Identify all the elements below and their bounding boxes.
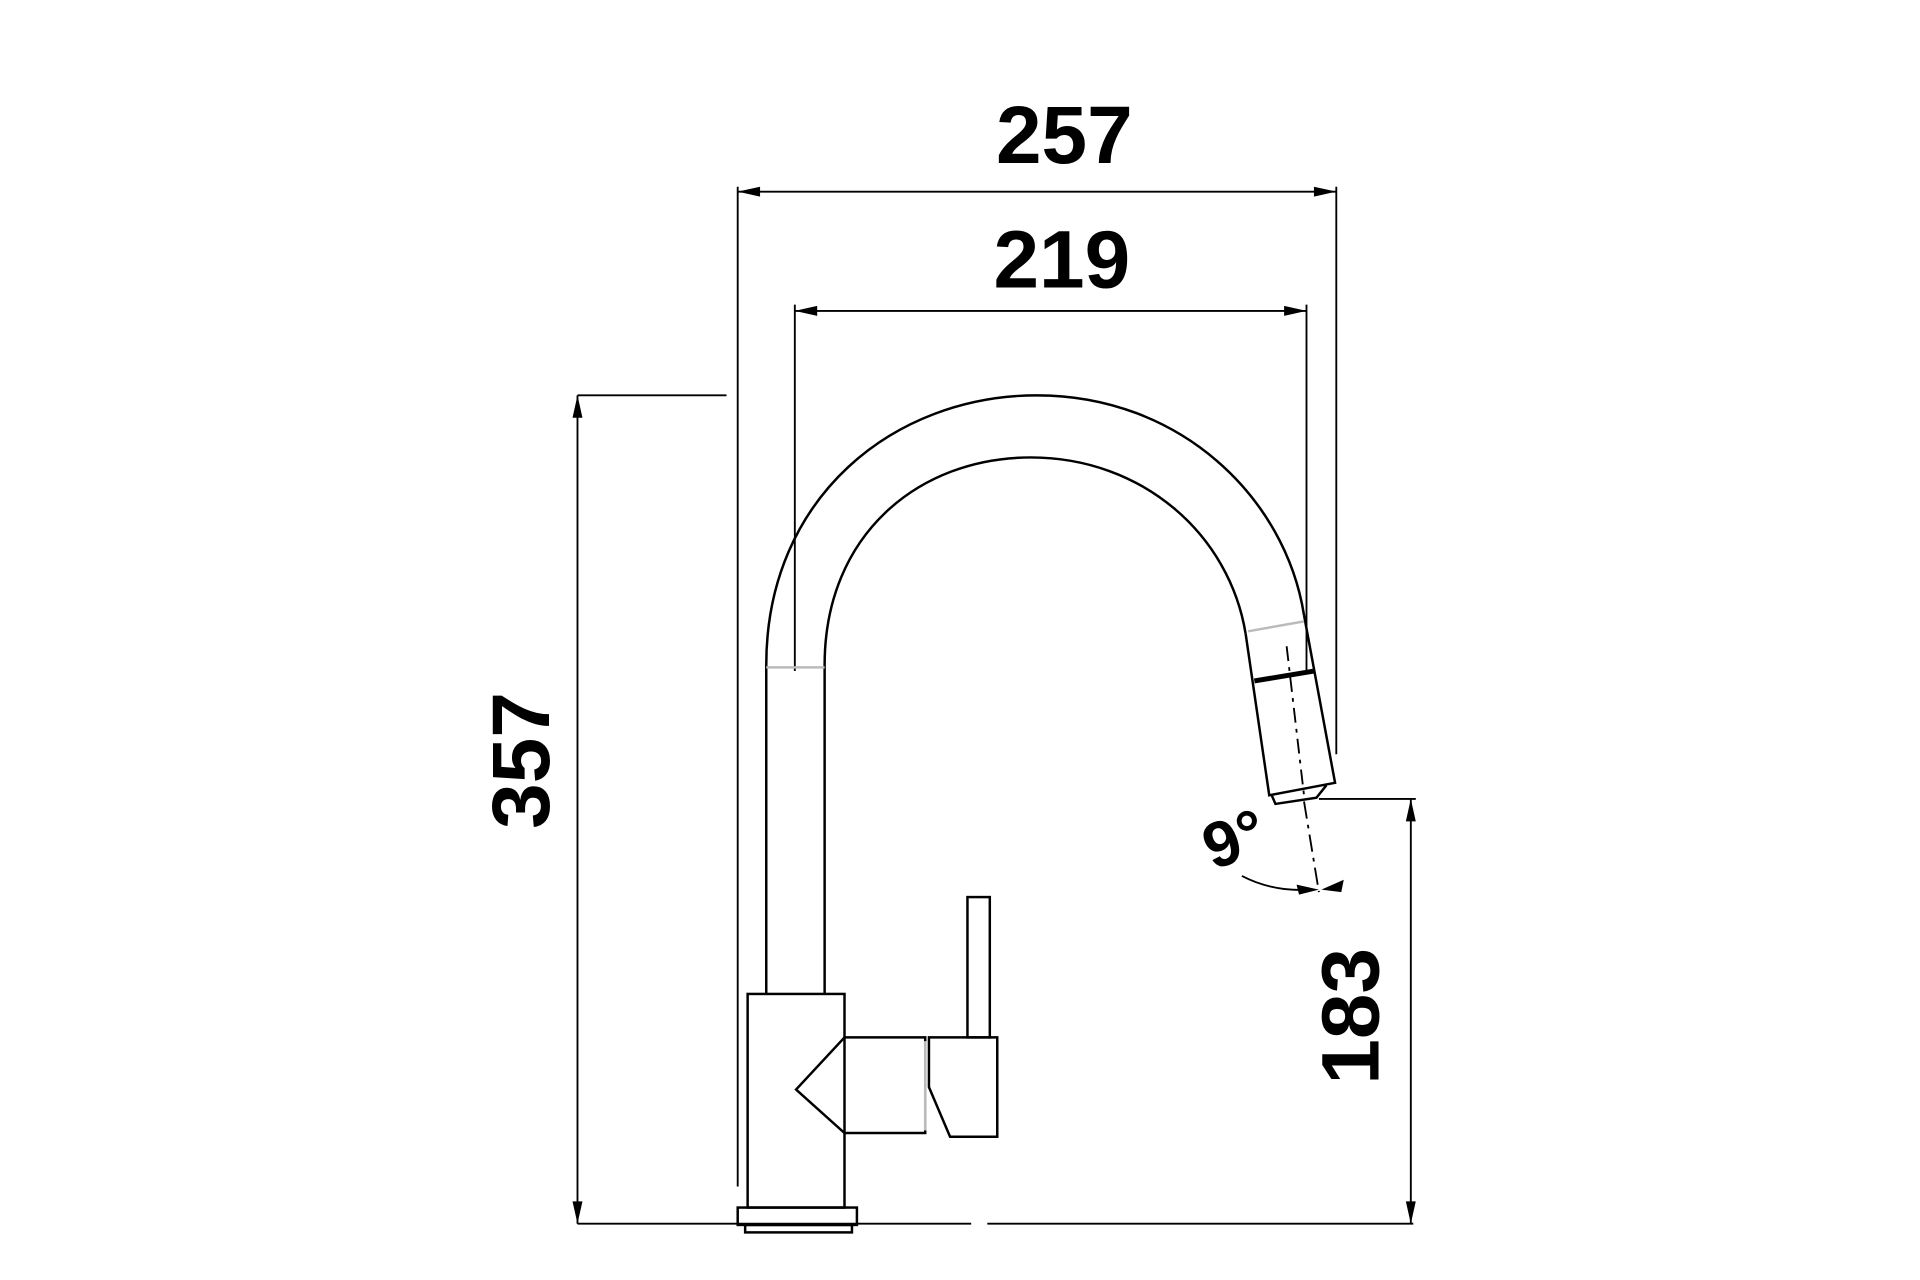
dimension-label-257: 257 bbox=[996, 90, 1133, 181]
faucet-outline bbox=[736, 394, 1337, 1234]
dimension-label-angle: 9° bbox=[1193, 795, 1276, 884]
dimension-label-357: 357 bbox=[476, 692, 567, 829]
dimension-219: 219 bbox=[793, 214, 1308, 672]
dimension-label-219: 219 bbox=[993, 214, 1130, 305]
dimension-257: 257 bbox=[736, 90, 1338, 1187]
dimension-angle: 9° bbox=[1193, 795, 1344, 895]
dimension-label-183: 183 bbox=[1306, 948, 1397, 1085]
dimension-357: 357 bbox=[476, 394, 727, 1224]
dimension-183: 183 bbox=[1306, 798, 1416, 1224]
